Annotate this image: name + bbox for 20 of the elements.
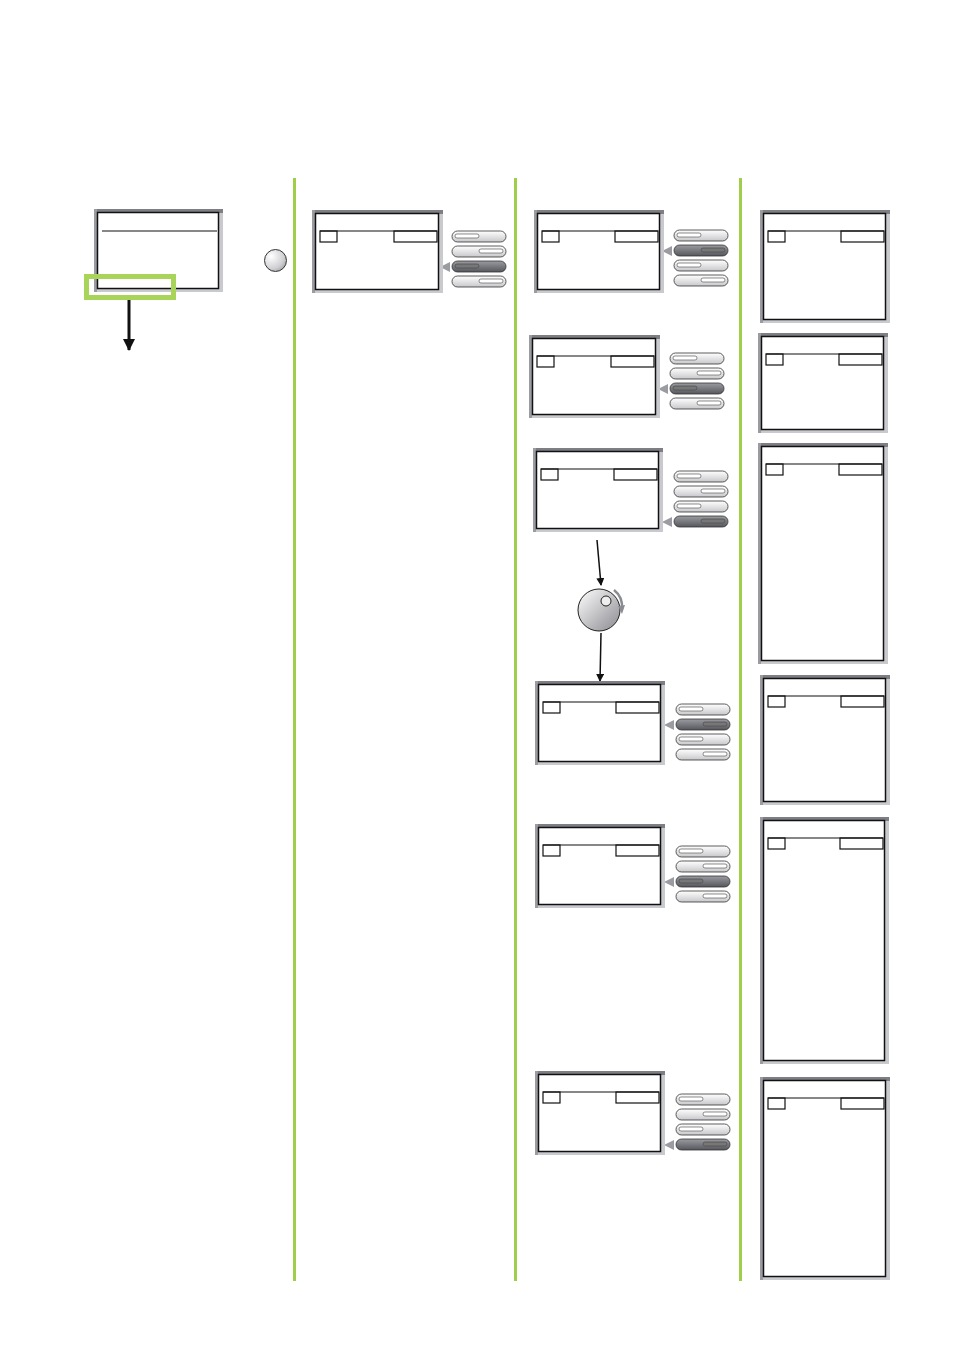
display-screen	[535, 1071, 665, 1155]
display-screen	[758, 443, 888, 664]
arrow	[596, 632, 605, 682]
highlight-frame	[84, 274, 176, 300]
display-screen	[534, 210, 664, 293]
display-screen	[760, 1077, 890, 1280]
display-screen	[94, 209, 223, 292]
display-screen	[760, 817, 889, 1064]
display-screen	[758, 333, 888, 433]
display-screen	[529, 335, 660, 418]
round-button	[264, 249, 287, 272]
arrow	[123, 300, 135, 351]
display-screen	[760, 210, 890, 323]
display-screen	[533, 448, 663, 532]
rotary-knob-drawing	[577, 585, 625, 633]
display-screen	[312, 210, 443, 293]
display-screen	[535, 681, 665, 765]
display-screen	[760, 675, 890, 805]
arrow	[596, 539, 605, 586]
display-screen	[535, 824, 665, 908]
